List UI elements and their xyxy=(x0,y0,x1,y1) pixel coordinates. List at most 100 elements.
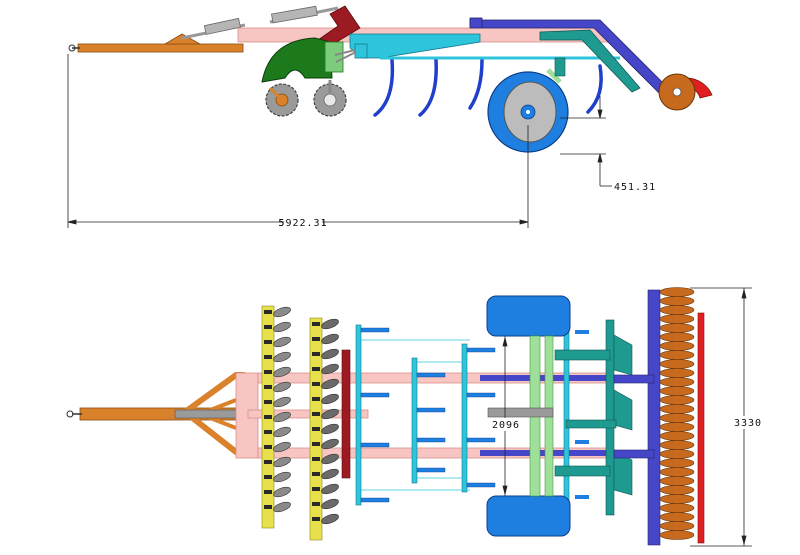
disc-blade xyxy=(321,378,339,390)
disc-blade xyxy=(321,363,339,375)
disc-blade xyxy=(321,483,339,495)
disc-bearing xyxy=(312,322,320,326)
side-teal-arm xyxy=(539,29,641,93)
tine xyxy=(416,372,446,378)
side-view: 5922.31 5922.31 451.31 xyxy=(67,5,713,229)
disc-bearing xyxy=(264,310,272,314)
top-red-bar xyxy=(697,312,705,544)
disc-bearing xyxy=(264,475,272,479)
tine xyxy=(360,327,390,333)
top-tines xyxy=(360,327,589,503)
roller-disc xyxy=(659,458,695,468)
disc-bearing xyxy=(264,370,272,374)
disc-blade xyxy=(273,381,291,393)
disc-bearing xyxy=(312,367,320,371)
tine xyxy=(416,407,446,413)
roller-disc xyxy=(659,305,695,315)
top-wheel-right xyxy=(486,495,571,537)
roller-disc xyxy=(659,404,695,414)
top-main-frame xyxy=(235,372,609,459)
disc-blade xyxy=(273,366,291,378)
disc-bearing xyxy=(312,457,320,461)
disc-blade xyxy=(321,408,339,420)
tine xyxy=(466,482,496,488)
disc-blade xyxy=(321,393,339,405)
disc-bearing xyxy=(312,397,320,401)
disc-bearing xyxy=(264,445,272,449)
disc-blade xyxy=(273,336,291,348)
dimension-overall-width: 3330 xyxy=(734,418,762,429)
disc-bearing xyxy=(312,382,320,386)
dimension-wheel-track: 2096 xyxy=(492,420,520,431)
tine xyxy=(360,442,390,448)
disc-bearing xyxy=(264,430,272,434)
disc-bearing xyxy=(264,415,272,419)
roller-disc xyxy=(659,341,695,351)
roller-disc xyxy=(659,485,695,495)
roller-disc xyxy=(659,449,695,459)
side-roller xyxy=(658,73,713,111)
disc-bearing xyxy=(312,337,320,341)
top-teal-linkage xyxy=(554,319,633,516)
tine xyxy=(416,467,446,473)
disc-blade xyxy=(273,396,291,408)
roller-disc xyxy=(659,359,695,369)
side-disc-front xyxy=(265,83,299,117)
tine xyxy=(466,437,496,443)
roller-disc xyxy=(659,512,695,522)
roller-disc xyxy=(659,413,695,423)
disc-blade xyxy=(273,471,291,483)
disc-bearing xyxy=(312,517,320,521)
disc-bearing xyxy=(312,442,320,446)
roller-disc xyxy=(659,377,695,387)
side-cyan-frame xyxy=(349,33,481,59)
disc-bearing xyxy=(264,340,272,344)
roller-disc xyxy=(659,530,695,540)
disc-bearing xyxy=(264,505,272,509)
top-wheel-left xyxy=(486,295,571,337)
disc-bearing xyxy=(264,400,272,404)
roller-disc xyxy=(659,503,695,513)
disc-blade xyxy=(321,438,339,450)
disc-blade xyxy=(273,411,291,423)
disc-blade xyxy=(321,318,339,330)
tine xyxy=(360,392,390,398)
disc-blade xyxy=(273,456,291,468)
disc-bearing xyxy=(312,352,320,356)
roller-disc xyxy=(659,395,695,405)
disc-bearing xyxy=(312,472,320,476)
roller-disc xyxy=(659,368,695,378)
roller-disc xyxy=(659,476,695,486)
roller-disc xyxy=(659,467,695,477)
roller-disc xyxy=(659,332,695,342)
roller-disc xyxy=(659,314,695,324)
side-hydraulic-cylinder-front xyxy=(181,17,246,40)
top-disc-gangs xyxy=(261,305,339,541)
disc-bearing xyxy=(264,490,272,494)
side-wheel xyxy=(487,71,569,153)
disc-bearing xyxy=(264,355,272,359)
disc-blade xyxy=(321,333,339,345)
roller-disc xyxy=(659,350,695,360)
side-disc-rear xyxy=(313,80,347,117)
roller-disc xyxy=(659,422,695,432)
roller-disc xyxy=(659,431,695,441)
disc-blade xyxy=(273,501,291,513)
disc-blade xyxy=(273,426,291,438)
tine xyxy=(575,495,589,499)
disc-blade xyxy=(321,348,339,360)
disc-blade xyxy=(273,306,291,318)
disc-blade xyxy=(321,498,339,510)
disc-bearing xyxy=(312,502,320,506)
roller-disc xyxy=(659,386,695,396)
disc-blade xyxy=(321,468,339,480)
tine xyxy=(575,330,589,334)
tine xyxy=(416,437,446,443)
side-hydraulic-cylinder-rear xyxy=(269,5,339,24)
disc-blade xyxy=(273,486,291,498)
top-view: 2096 3330 xyxy=(66,287,764,547)
disc-blade xyxy=(321,513,339,525)
roller-disc xyxy=(659,287,695,297)
tine xyxy=(466,347,496,353)
